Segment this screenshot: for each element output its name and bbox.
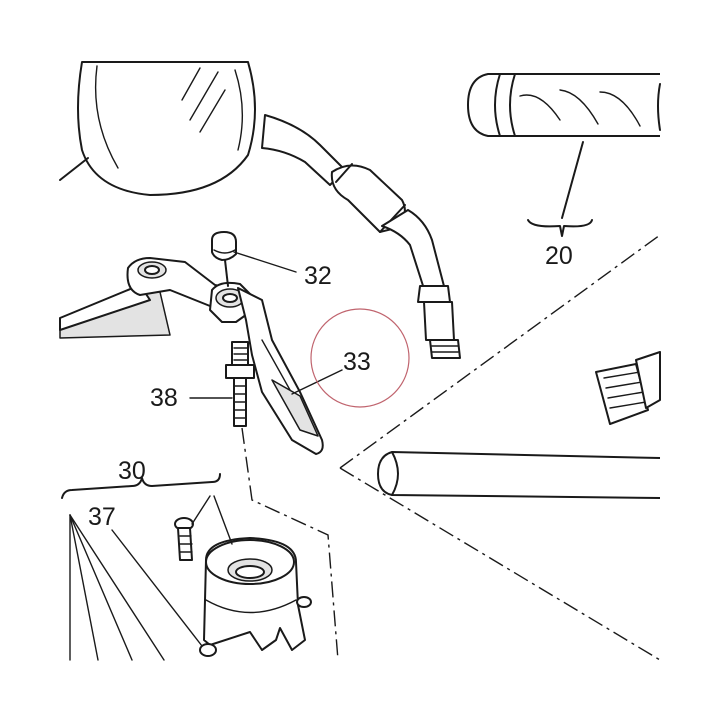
switch-housing [199, 537, 312, 657]
highlight-circle [310, 308, 410, 408]
handlebar-tube [377, 451, 661, 499]
label-part-38: 38 [150, 384, 178, 412]
assembly-axis-lines [241, 234, 661, 661]
mirror [59, 61, 461, 359]
label-part-33: 33 [343, 348, 371, 376]
label-part-30: 30 [118, 457, 146, 485]
cap-nut [211, 231, 237, 287]
label-part-20: 20 [545, 242, 573, 270]
handlebar-grip [467, 73, 661, 237]
label-part-32: 32 [304, 262, 332, 290]
lever-bracket [59, 257, 253, 339]
group-bracket [61, 473, 221, 499]
pivot-bolt [225, 341, 255, 427]
wiring-connector [595, 351, 661, 425]
switch-screw [174, 517, 194, 561]
clutch-lever [237, 287, 324, 455]
leader-lines [69, 251, 343, 661]
label-part-37: 37 [88, 503, 116, 531]
